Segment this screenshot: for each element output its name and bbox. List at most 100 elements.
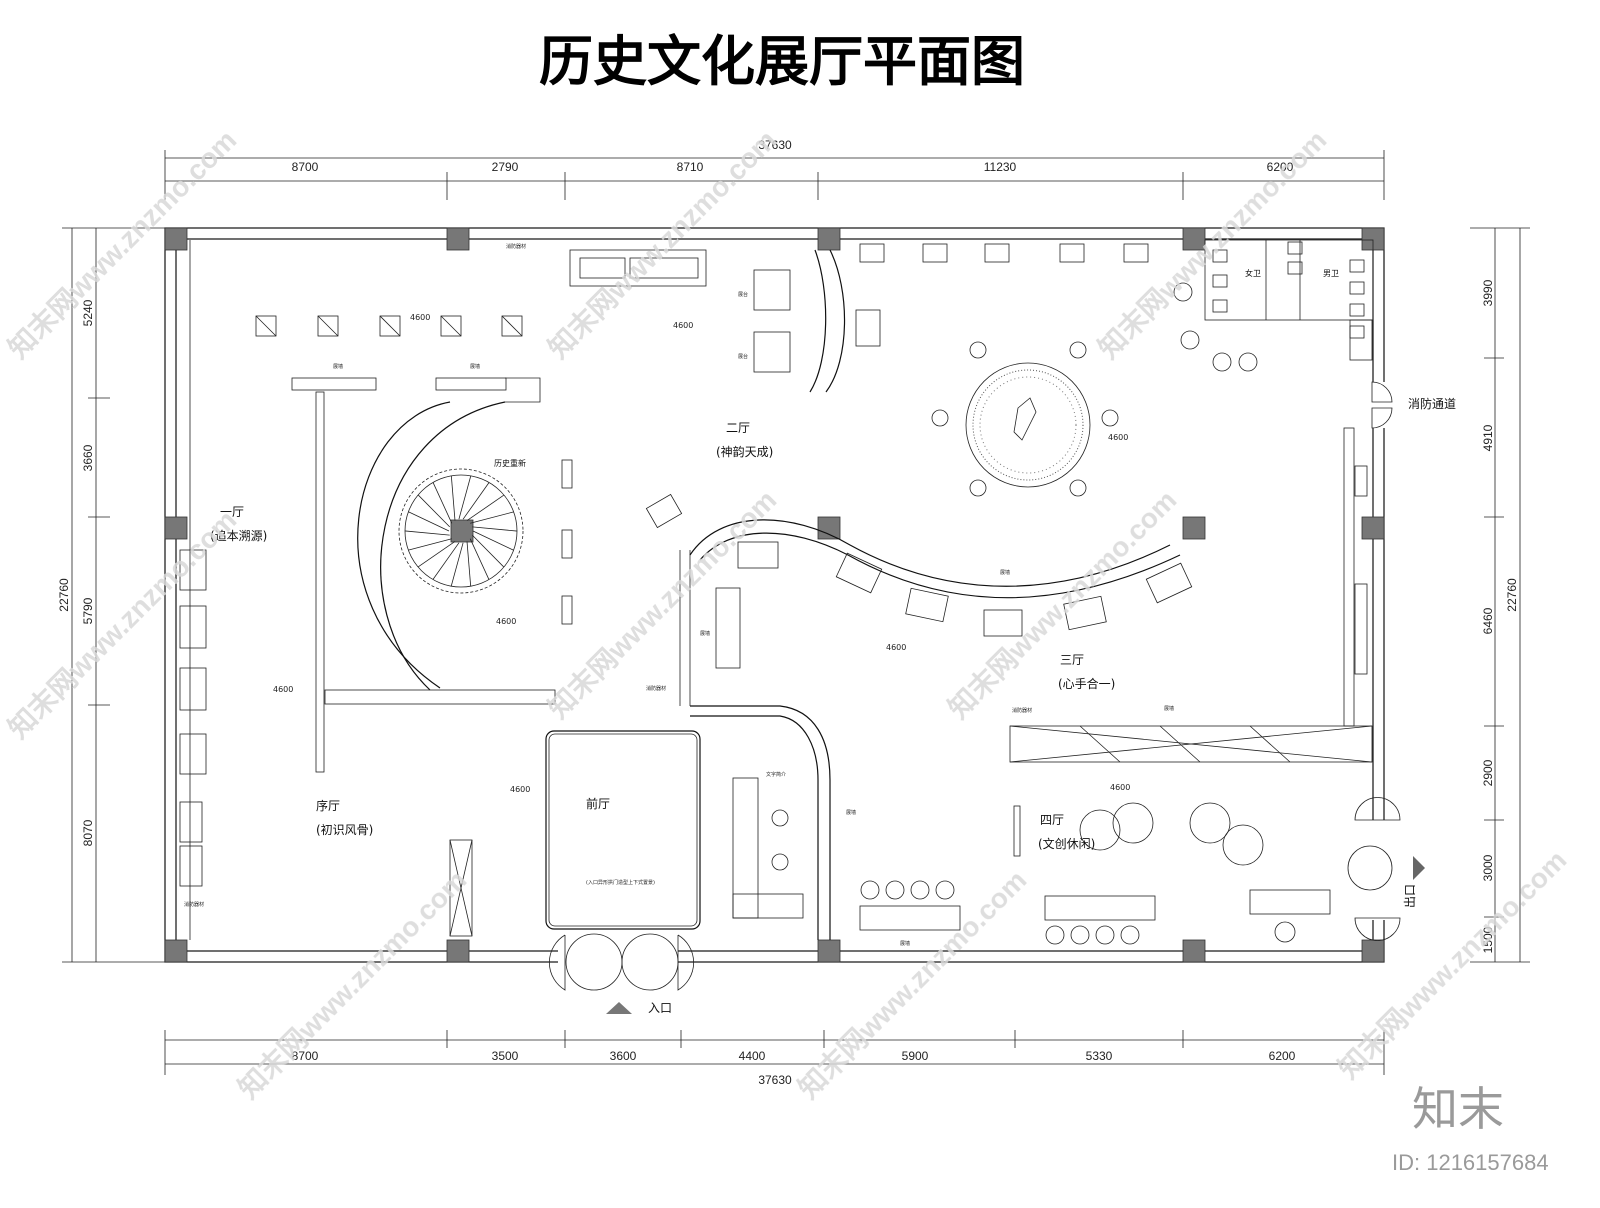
front-hall-name: 前厅 (586, 796, 610, 811)
stair-tread (472, 526, 518, 532)
exit-doors: 出口 消防通道 (1347, 381, 1456, 941)
stair-tread (432, 542, 460, 580)
stair-tread (458, 475, 472, 520)
stair-tread (417, 494, 451, 528)
interior-walls (189, 239, 1374, 940)
dim-bottom-3: 3600 (610, 1049, 637, 1063)
guide-desk-label: 文字简介 (766, 771, 786, 778)
extinguisher-label-3: 消防器材 (646, 685, 666, 692)
dim-right-1: 3990 (1481, 279, 1495, 306)
watermark-9: 知末网www.znzmo.com (1332, 843, 1573, 1084)
extinguisher-label-1: 消防器材 (506, 243, 526, 250)
stand-label-1: 展台 (738, 291, 748, 298)
hall2-name: 二厅 (726, 421, 750, 435)
history-spiral (398, 468, 524, 594)
dim-top-3: 8710 (677, 160, 704, 174)
dim-bottom-total: 37630 (758, 1073, 792, 1087)
hall4-sub: (文创休闲) (1038, 836, 1095, 851)
stair-tread (466, 494, 505, 521)
stair-tread (470, 511, 514, 524)
exit-label: 出口 (1403, 884, 1417, 908)
dim-top-1: 8700 (292, 160, 319, 174)
dim-bottom-6: 5330 (1086, 1049, 1113, 1063)
elev-8: 4600 (1110, 783, 1130, 792)
room-labels: 一厅 (追本溯源) 二厅 (神韵天成) 三厅 (心手合一) 四厅 (文创休闲) … (210, 421, 1115, 886)
front-hall-note: (入口异形拱门造型上下式置景) (586, 879, 655, 886)
round-sculpture (931, 341, 1119, 497)
front-hall: 入口 (449, 730, 804, 1015)
prelude-name: 序厅 (316, 798, 340, 813)
dim-top-4: 11230 (984, 160, 1017, 174)
stair-tread (408, 538, 452, 551)
wall-label-7: 展墙 (846, 809, 856, 816)
dim-right-2: 4910 (1481, 424, 1495, 451)
dim-left-total: 22760 (57, 578, 71, 612)
entrance-label: 入口 (648, 1001, 672, 1015)
dim-right-3: 6460 (1481, 607, 1495, 634)
dim-right-4: 2900 (1481, 759, 1495, 786)
men-wc-label: 男卫 (1323, 269, 1339, 278)
wall-label-5: 展墙 (333, 363, 343, 370)
elev-6: 4600 (273, 685, 293, 694)
stair-tread (471, 534, 505, 568)
stand-label-2: 展台 (738, 353, 748, 360)
stair-tread (450, 475, 456, 521)
hall3-sub: (心手合一) (1058, 676, 1115, 691)
stair-tread (432, 482, 453, 524)
dim-top-5: 6200 (1267, 160, 1294, 174)
stair-tread (469, 538, 490, 580)
watermark-2: 知末网www.znzmo.com (542, 123, 783, 364)
left-dimensions: 22760 5240 3660 5790 8070 (57, 227, 180, 963)
dim-left-2: 3660 (81, 444, 95, 471)
top-dimensions: 37630 8700 2790 8710 11230 6200 (164, 138, 1385, 200)
watermark-1: 知末网www.znzmo.com (2, 123, 243, 364)
stair-tread (450, 542, 464, 587)
bottom-dimensions: 8700 3500 3600 4400 5900 5330 6200 37630 (164, 1030, 1385, 1087)
elev-1: 4600 (410, 313, 430, 322)
prelude-sub: (初识风骨) (316, 823, 373, 837)
hall4-furniture (859, 802, 1331, 945)
stair-tread (472, 530, 514, 551)
stair-tread (404, 530, 450, 536)
dim-top-2: 2790 (492, 160, 519, 174)
extinguisher-label-2: 消防器材 (184, 901, 204, 908)
stair-tread (462, 482, 490, 520)
elevation-markers: 4600 4600 4600 4600 4600 4600 4600 4600 (273, 313, 1130, 794)
hall3-name: 三厅 (1060, 653, 1084, 667)
image-id: ID: 1216157684 (1392, 1150, 1549, 1175)
elev-3: 4600 (1108, 433, 1128, 442)
display-items (179, 243, 1368, 887)
dim-right-5: 3000 (1481, 854, 1495, 881)
brand-logo: 知末 (1412, 1082, 1504, 1136)
dim-left-3: 5790 (81, 597, 95, 624)
watermark-8: 知末网www.znzmo.com (792, 863, 1033, 1104)
extinguisher-label-4: 消防器材 (1012, 707, 1032, 714)
wall-label-2: 展墙 (1000, 569, 1010, 576)
elev-7: 4600 (510, 785, 530, 794)
women-wc-label: 女卫 (1245, 268, 1261, 278)
history-label: 历史重新 (494, 458, 526, 468)
dim-left-4: 8070 (81, 819, 95, 846)
page-title: 历史文化展厅平面图 (539, 30, 1025, 93)
dim-bottom-5: 5900 (902, 1049, 929, 1063)
dim-top-total: 37630 (758, 138, 792, 152)
right-dimensions: 22760 3990 4910 6460 2900 3000 1500 (1470, 227, 1530, 963)
wall-label-4: 展墙 (900, 940, 910, 947)
dim-bottom-1: 8700 (292, 1049, 319, 1063)
elev-5: 4600 (886, 643, 906, 652)
stair-tread (408, 511, 450, 532)
hall1-sub: (追本溯源) (210, 528, 267, 543)
stair-tread (417, 541, 456, 568)
dim-left-1: 5240 (81, 299, 95, 326)
hall1-name: 一厅 (220, 505, 244, 519)
wall-label-6: 展墙 (470, 363, 480, 370)
dim-bottom-4: 4400 (739, 1049, 766, 1063)
restrooms: 女卫 男卫 (1173, 241, 1365, 372)
wall-label-3: 展墙 (1164, 705, 1174, 712)
fire-exit-label: 消防通道 (1408, 396, 1456, 411)
columns (164, 227, 1385, 963)
wall-label-1: 展墙 (700, 630, 710, 637)
annotations: 展台 展台 展墙 展墙 展墙 展墙 展墙 展墙 展墙 文字简介 消防器材 消防器… (184, 243, 1174, 947)
stair-tread (466, 541, 472, 587)
